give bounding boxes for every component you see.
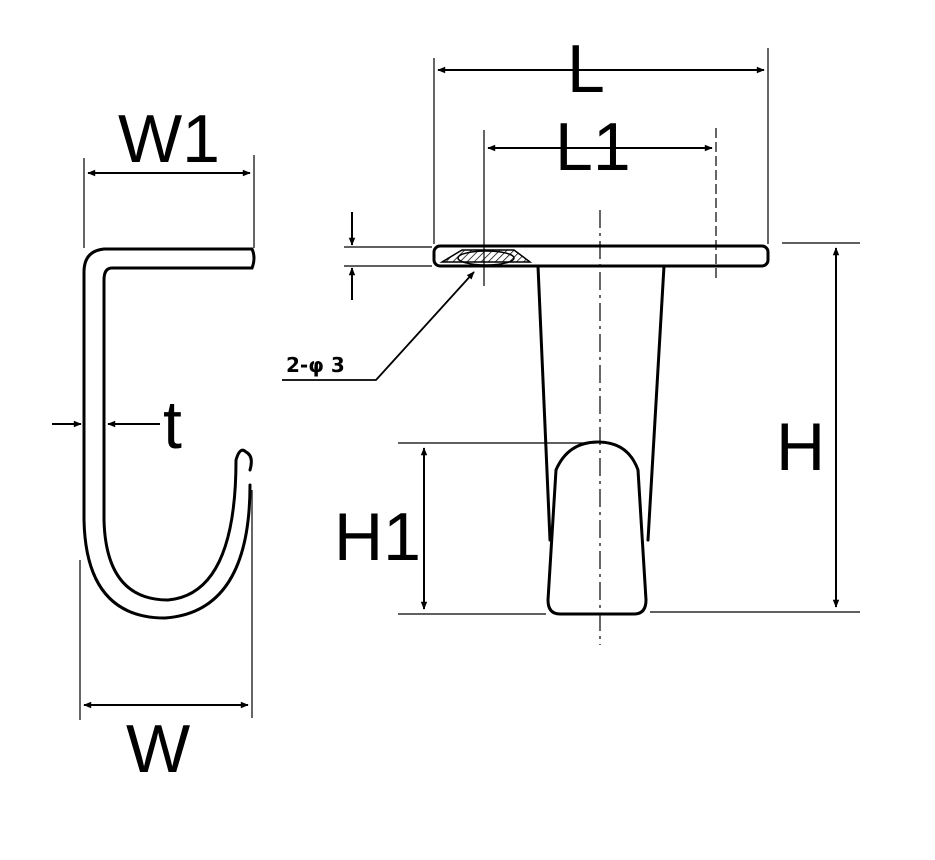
hook-tip-outline (546, 440, 648, 616)
stem-left-edge (536, 264, 552, 542)
t-label: t (163, 387, 182, 463)
hole-note-leader (282, 271, 475, 381)
w-label: W (126, 711, 190, 787)
hook-top-end (250, 247, 256, 270)
hole-outline (457, 250, 515, 266)
mounting-plate (432, 244, 770, 268)
l1-label: L1 (555, 109, 631, 185)
l-label: L (567, 31, 605, 107)
hook-inner-outline (102, 266, 254, 602)
countersunk-hole-section (439, 249, 533, 263)
stem-right-edge (646, 264, 666, 542)
side-view: W1 W t (52, 101, 256, 787)
hook-outer-outline (82, 247, 254, 620)
front-view: L L1 H H1 2-φ 3 (282, 31, 860, 645)
h-label: H (776, 409, 825, 485)
hole-note-label: 2-φ 3 (286, 353, 345, 377)
w1-label: W1 (118, 101, 220, 177)
h1-label: H1 (334, 499, 421, 575)
